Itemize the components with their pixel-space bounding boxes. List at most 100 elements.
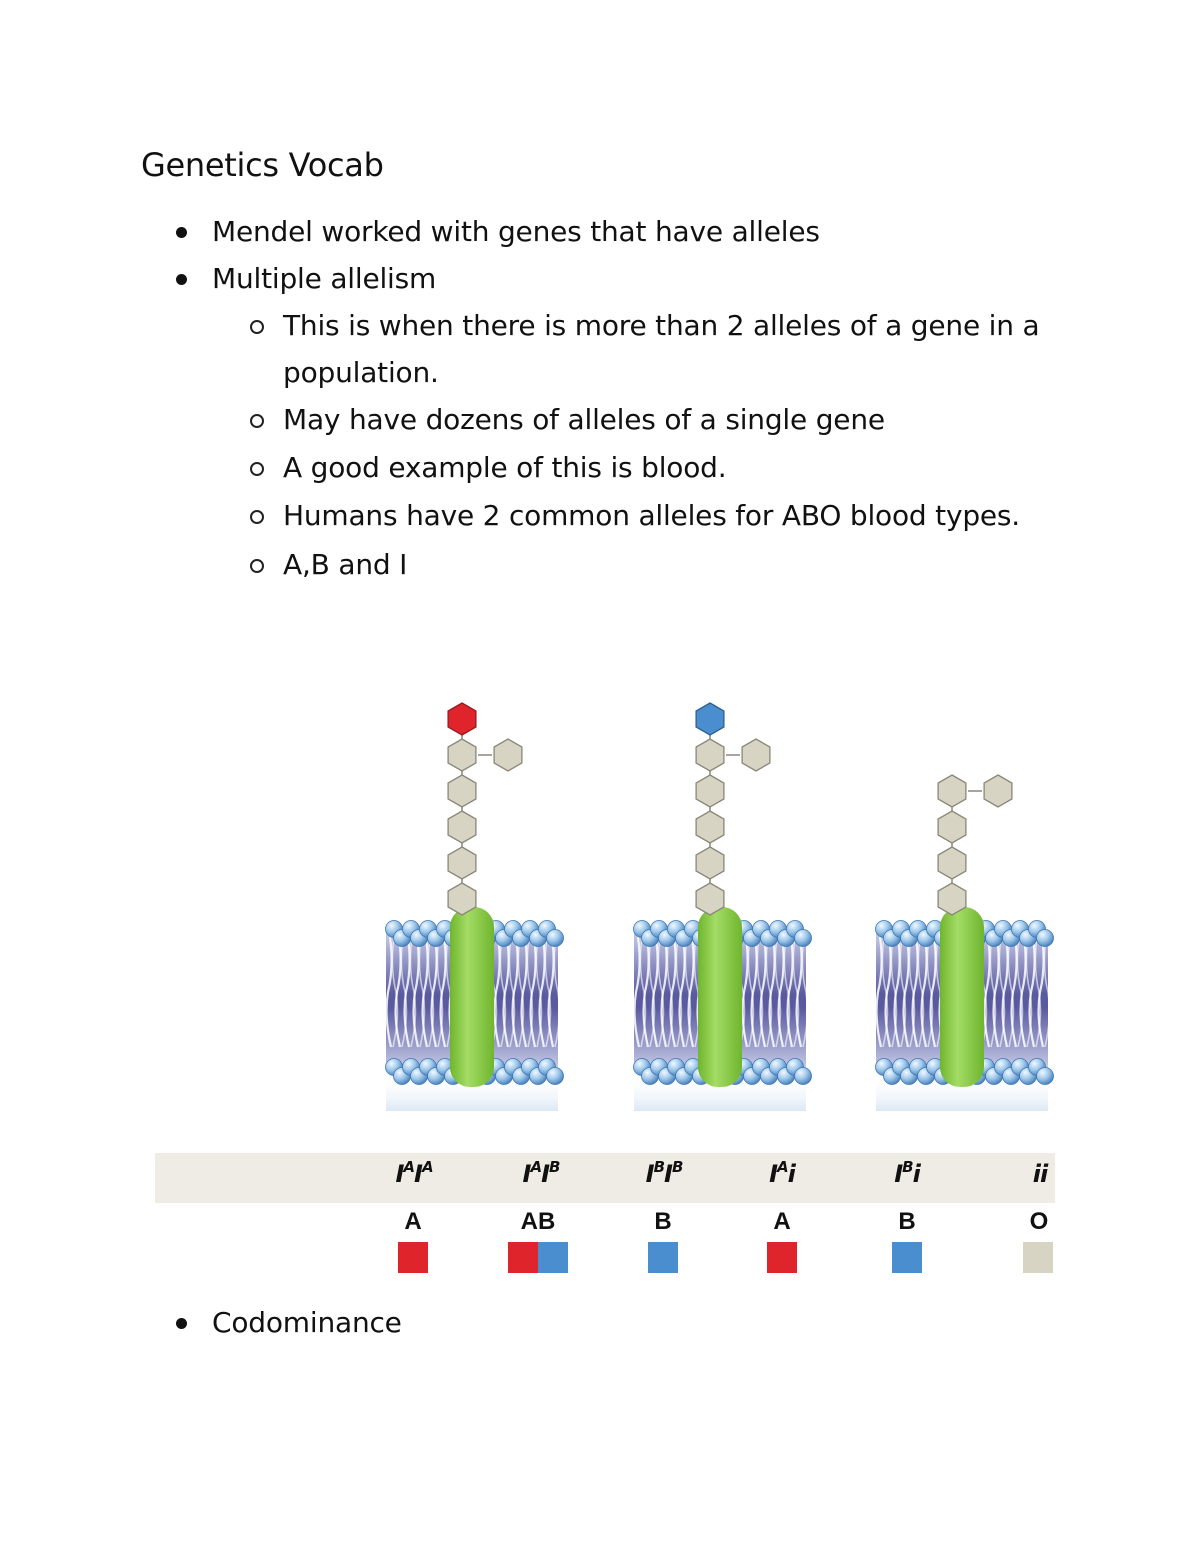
lipid-tail-line <box>633 936 641 1048</box>
membrane-structure <box>875 774 1054 1111</box>
blood-type-swatch <box>892 1242 922 1273</box>
sugar-hexagon <box>447 846 477 880</box>
lipid-tail-line <box>741 936 749 1048</box>
lipid-tail-line <box>651 936 659 1048</box>
phenotype-label: B <box>654 1208 672 1235</box>
blood-type-swatch <box>508 1242 568 1273</box>
lipid-tail-line <box>430 936 438 1048</box>
lipid-tail-line <box>1010 936 1018 1048</box>
lipid-tail-line <box>902 936 910 1048</box>
lipid-tail-line <box>929 936 937 1048</box>
genotype-label: IAIA <box>395 1158 433 1188</box>
lipid-tail-line <box>412 936 420 1048</box>
sub-bullet-dozens: May have dozens of alleles of a single g… <box>283 403 885 436</box>
bullet-dot <box>176 274 187 285</box>
lipid-tail-line <box>1043 936 1051 1048</box>
membrane-protein <box>940 907 984 1087</box>
lipid-tail-line <box>553 936 561 1048</box>
lipid-tail-line <box>801 936 809 1048</box>
sugar-hexagon <box>983 774 1013 808</box>
sub-bullet-circle <box>250 510 264 524</box>
lipid-tail-line <box>777 936 785 1048</box>
bullet-mendel: Mendel worked with genes that have allel… <box>212 215 820 248</box>
lipid-tail-line <box>768 936 776 1048</box>
phenotype-label: A <box>404 1208 422 1235</box>
phospholipid-head <box>794 1067 812 1085</box>
lipid-tail-line <box>642 936 650 1048</box>
phenotype-label: O <box>1029 1208 1049 1235</box>
sugar-hexagon <box>695 774 725 808</box>
genotype-label: IBi <box>894 1158 921 1188</box>
membrane-protein <box>450 907 494 1087</box>
sugar-hexagon <box>695 810 725 844</box>
phenotype-label: AB <box>520 1208 556 1235</box>
membrane-structure <box>633 702 812 1111</box>
blood-antigen-figure <box>385 702 1054 1111</box>
lipid-tail-line <box>911 936 919 1048</box>
sub-bullet-allele-list: A,B and I <box>283 548 408 581</box>
sub-bullet-definition: This is when there is more than 2 allele… <box>283 309 1040 342</box>
bullet-multiple-allelism: Multiple allelism <box>212 262 437 295</box>
phenotype-label: B <box>898 1208 916 1235</box>
lipid-tail-line <box>678 936 686 1048</box>
phospholipid-head <box>794 929 812 947</box>
lipid-tail-line <box>538 936 546 1048</box>
lipid-tail-line <box>893 936 901 1048</box>
sugar-hexagon <box>937 882 967 916</box>
lipid-tail-line <box>759 936 767 1048</box>
lipid-tail-line <box>1028 936 1036 1048</box>
sugar-hexagon <box>447 882 477 916</box>
lipid-tail-line <box>403 936 411 1048</box>
genotype-band <box>155 1153 1055 1203</box>
lipid-tail-line <box>875 936 883 1048</box>
lipid-tail-line <box>660 936 668 1048</box>
blood-type-swatch <box>1023 1242 1053 1273</box>
blood-type-swatch <box>648 1242 678 1273</box>
lipid-tail-line <box>920 936 928 1048</box>
genotype-label: ii <box>1032 1160 1049 1188</box>
blood-type-swatch <box>398 1242 428 1273</box>
antigen-hexagon <box>447 702 477 736</box>
blood-type-swatch <box>767 1242 797 1273</box>
sugar-hexagon <box>937 810 967 844</box>
genotype-label: IAi <box>769 1158 796 1188</box>
antigen-hexagon <box>695 702 725 736</box>
lipid-tail-line <box>511 936 519 1048</box>
bullet-dot <box>176 227 187 238</box>
lipid-tail-line <box>547 936 555 1048</box>
sub-bullet-circle <box>250 320 264 334</box>
phospholipid-head <box>546 929 564 947</box>
sub-bullet-definition-continued: population. <box>283 356 439 389</box>
sugar-hexagon <box>741 738 771 772</box>
sub-bullet-circle <box>250 559 264 573</box>
phospholipid-head <box>1036 1067 1054 1085</box>
sugar-hexagon <box>937 774 967 808</box>
lipid-tail-line <box>1019 936 1027 1048</box>
lipid-tail-line <box>421 936 429 1048</box>
lipid-tail-line <box>529 936 537 1048</box>
lipid-tail-line <box>385 936 393 1048</box>
sub-bullet-circle <box>250 414 264 428</box>
lipid-tail-line <box>884 936 892 1048</box>
page-title: Genetics Vocab <box>141 146 384 184</box>
lipid-tail-line <box>502 936 510 1048</box>
lipid-tail-line <box>1001 936 1009 1048</box>
sugar-hexagon <box>447 738 477 772</box>
sugar-hexagon <box>695 882 725 916</box>
lipid-tail-line <box>394 936 402 1048</box>
lipid-tail-line <box>983 936 991 1048</box>
sugar-hexagon <box>447 810 477 844</box>
sub-bullet-blood-example: A good example of this is blood. <box>283 451 727 484</box>
sugar-hexagon <box>493 738 523 772</box>
bullet-codominance: Codominance <box>212 1306 402 1339</box>
lipid-tail-line <box>992 936 1000 1048</box>
lipid-tail-line <box>786 936 794 1048</box>
lipid-tail-line <box>439 936 447 1048</box>
sugar-hexagon <box>447 774 477 808</box>
lipid-tail-line <box>1037 936 1045 1048</box>
membrane-structure <box>385 702 564 1111</box>
membrane-protein <box>698 907 742 1087</box>
sugar-hexagon <box>695 846 725 880</box>
lipid-tail-line <box>750 936 758 1048</box>
sub-bullet-circle <box>250 462 264 476</box>
